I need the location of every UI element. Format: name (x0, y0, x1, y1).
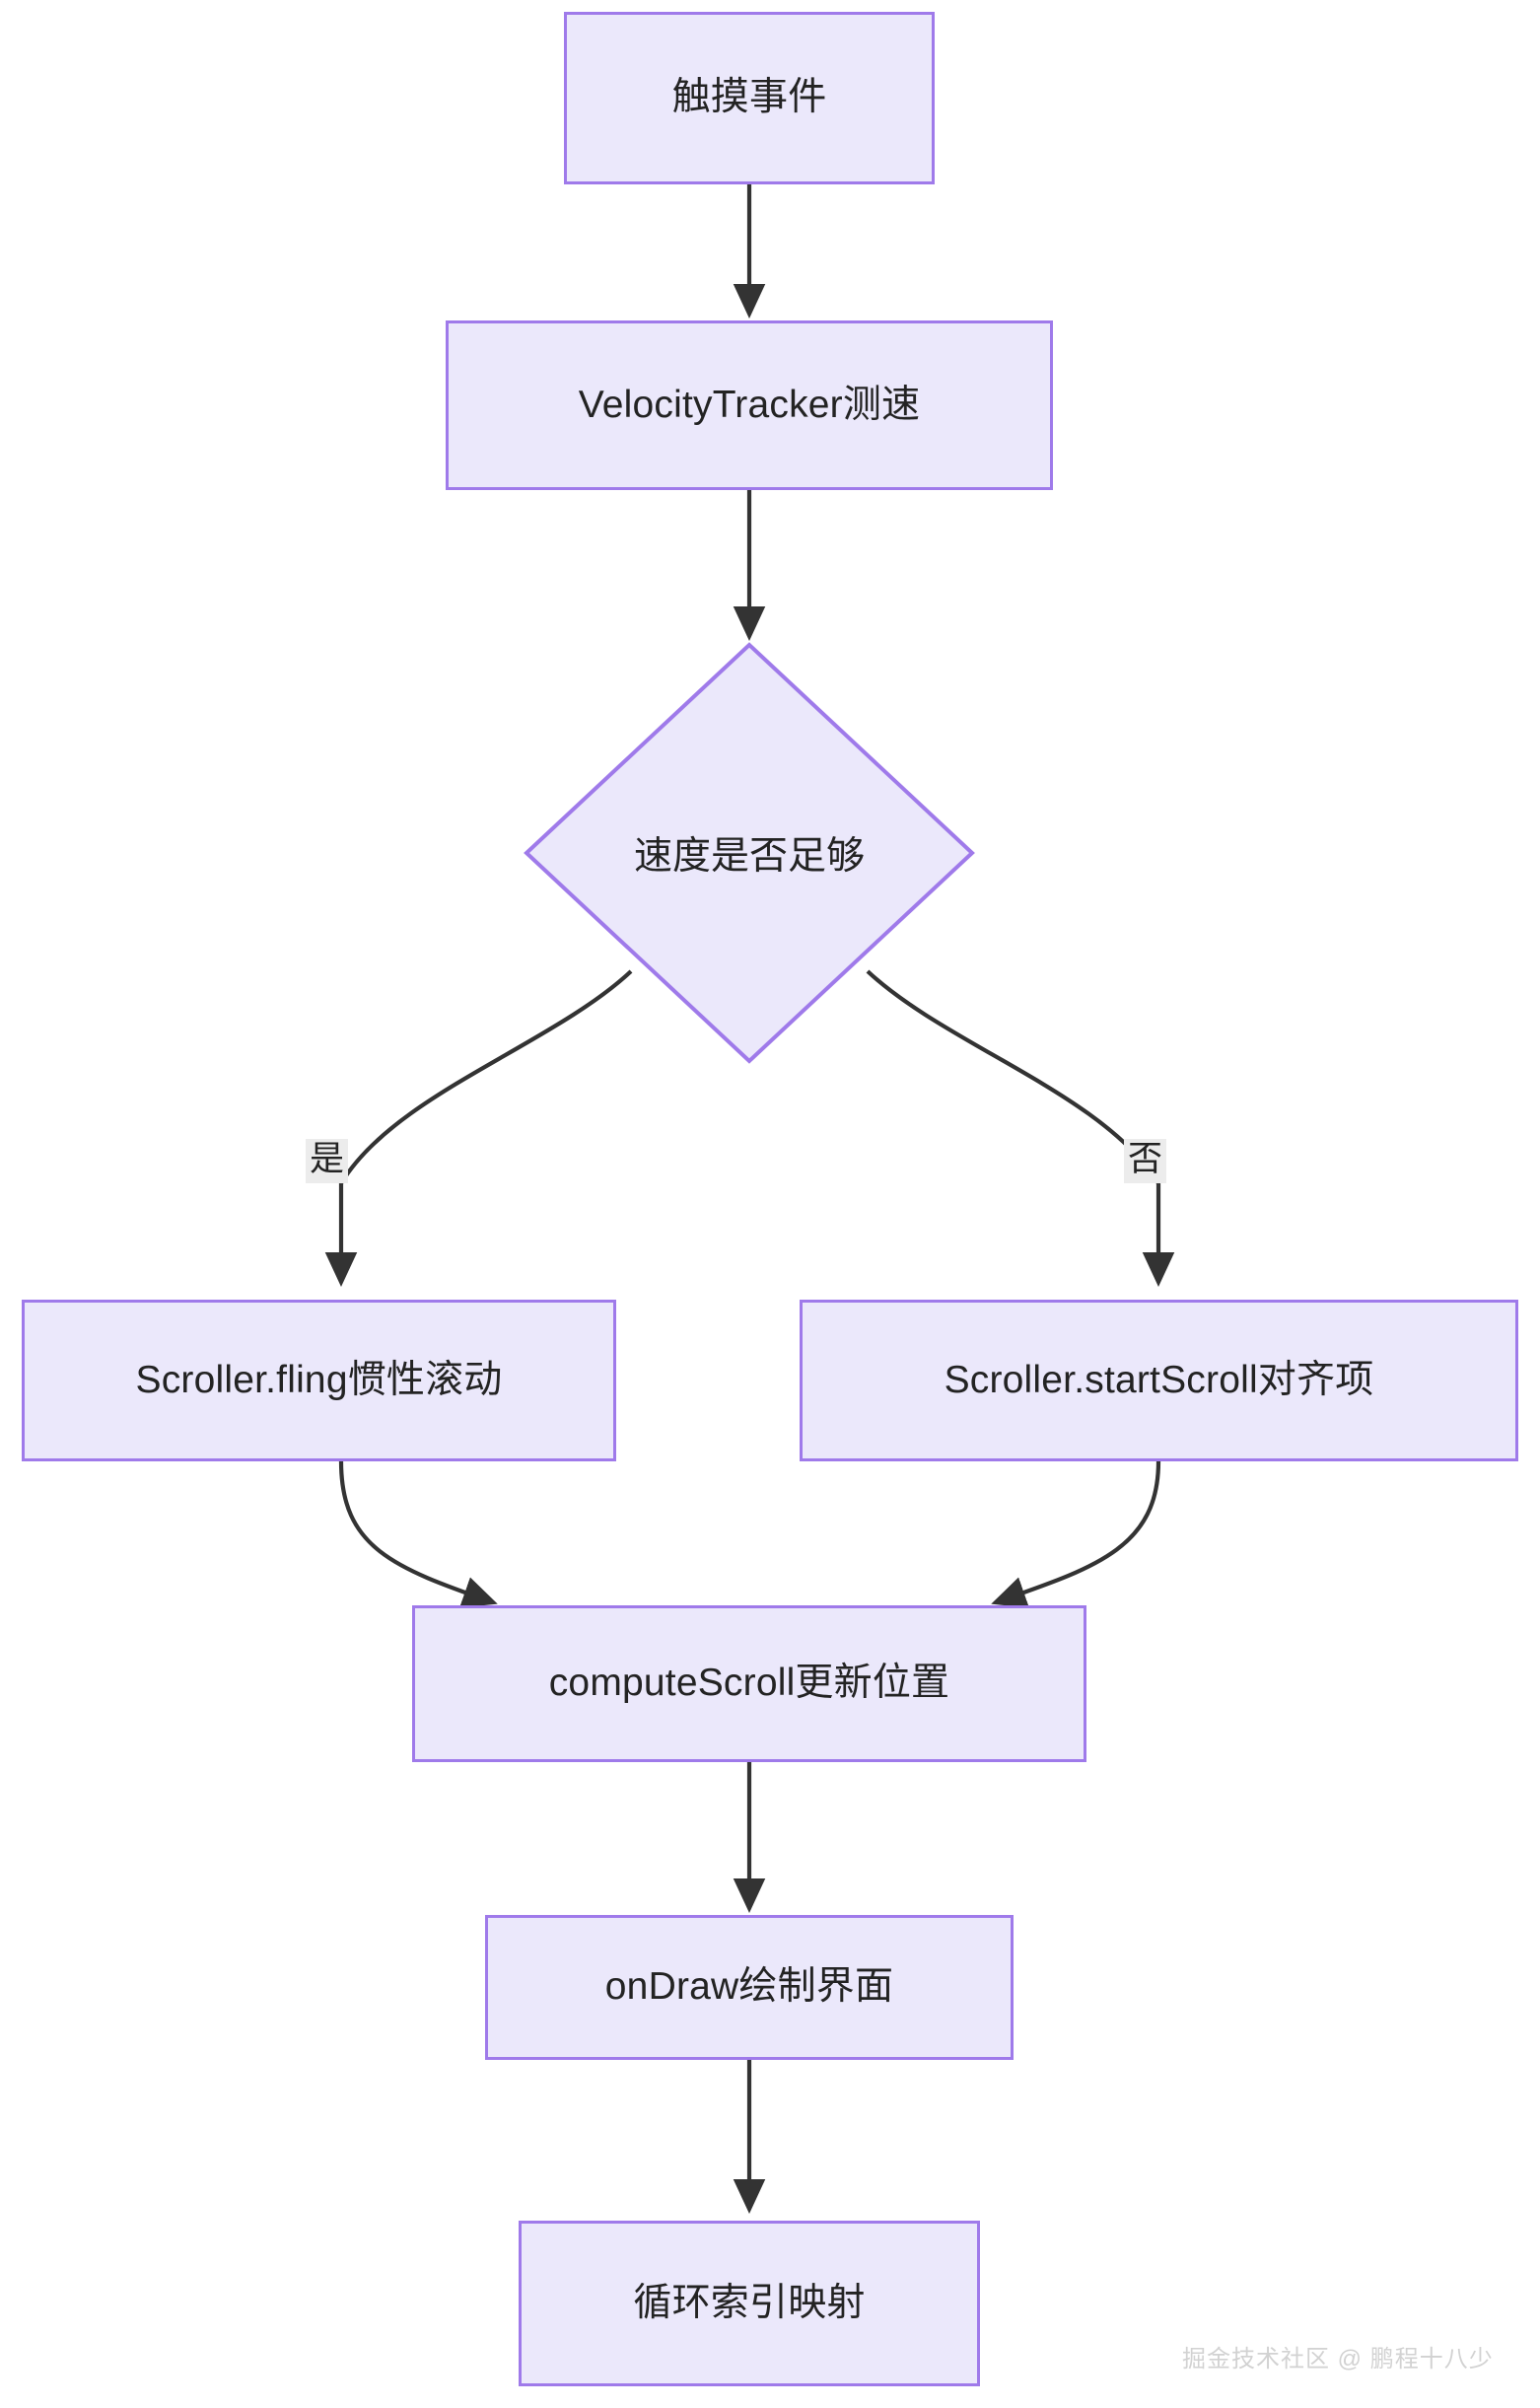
edge-label-yes: 是 (306, 1139, 349, 1183)
edge-label-text: 是 (310, 1140, 345, 1178)
node-loop-index-mapping[interactable]: 循环索引映射 (519, 2221, 980, 2386)
edge-label-text: 否 (1128, 1140, 1163, 1178)
node-scroller-fling[interactable]: Scroller.fling惯性滚动 (22, 1300, 616, 1461)
edge-startscroll-to-compute (991, 1460, 1161, 1608)
node-label: 速度是否足够 (633, 835, 865, 878)
node-decision-speed-enough[interactable]: 速度是否足够 (523, 641, 976, 1065)
watermark-text: 掘金技术社区 @ 鹏程十八少 (1182, 2346, 1494, 2373)
node-label: VelocityTracker测速 (578, 383, 921, 426)
node-velocity-tracker[interactable]: VelocityTracker测速 (446, 320, 1053, 490)
node-touch-event[interactable]: 触摸事件 (564, 12, 935, 184)
edge-label-no: 否 (1124, 1139, 1167, 1183)
edge-decision-to-fling (324, 969, 633, 1288)
node-label: computeScroll更新位置 (548, 1662, 950, 1705)
node-label: 循环索引映射 (633, 2281, 866, 2324)
edge-fling-to-compute (338, 1460, 498, 1608)
node-scroller-startscroll[interactable]: Scroller.startScroll对齐项 (800, 1300, 1518, 1461)
node-ondraw[interactable]: onDraw绘制界面 (485, 1915, 1014, 2060)
node-label: Scroller.fling惯性滚动 (135, 1358, 503, 1401)
node-label: Scroller.startScroll对齐项 (944, 1358, 1374, 1401)
node-label: 触摸事件 (671, 76, 827, 119)
watermark: 掘金技术社区 @ 鹏程十八少 (1182, 2339, 1494, 2373)
diamond-shape (524, 642, 975, 1064)
node-label: onDraw绘制界面 (604, 1965, 894, 2009)
node-compute-scroll[interactable]: computeScroll更新位置 (412, 1605, 1086, 1762)
